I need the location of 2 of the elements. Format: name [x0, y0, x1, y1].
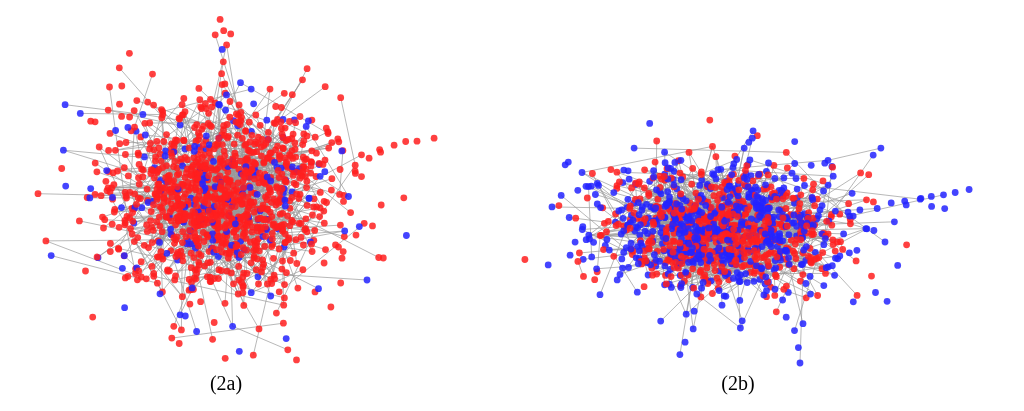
- panel-label: (2b): [721, 372, 755, 395]
- panel-label: (2a): [209, 372, 243, 395]
